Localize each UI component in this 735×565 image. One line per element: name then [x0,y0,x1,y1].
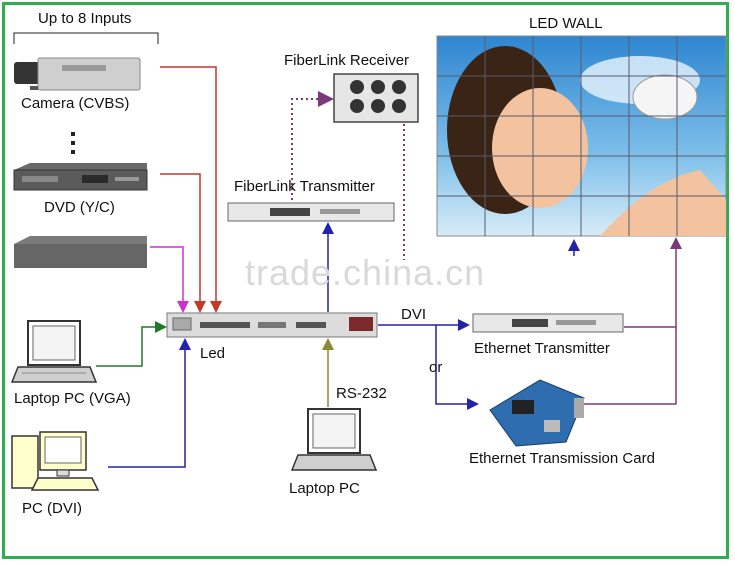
fiber-transmitter-device [227,202,395,222]
input-device-3 [14,236,147,268]
fiber-transmitter-label: FiberLink Transmitter [234,178,375,195]
pc-dvi-label: PC (DVI) [22,500,82,517]
ethernet-card-device [489,379,585,447]
fiber-receiver-label: FiberLink Receiver [284,52,410,69]
green-border-frame [2,2,729,559]
fiber-receiver-device [333,73,419,123]
camera-label: Camera (CVBS) [21,95,130,112]
laptop-pc-label: Laptop PC [289,480,360,497]
pc-dvi-device [11,431,100,491]
led-wall-label: LED WALL [529,15,603,32]
ethernet-card-label: Ethernet Transmission Card [469,450,655,467]
dvi-label: DVI [401,306,427,323]
watermark-text: trade.china.cn [245,252,486,293]
rs232-label: RS-232 [336,385,387,402]
ethernet-card-to-wall-line [584,327,677,405]
inputs-bracket [13,32,159,44]
laptop-vga-device [10,320,98,383]
led-label: Led [200,345,226,362]
dvd-label: DVD (Y/C) [44,199,115,216]
input3-to-led-line [150,246,189,313]
dvd-device [13,163,148,191]
laptop-pc-device [290,408,378,471]
more-inputs-dots [71,132,75,154]
led-wall-screen [436,35,727,237]
or-label: or [429,359,443,376]
inputs-bracket-label: Up to 8 Inputs [38,10,132,27]
led-switcher-device [166,312,378,338]
camera-to-led-line [160,66,222,313]
ethernet-transmitter-label: Ethernet Transmitter [474,340,610,357]
dvi-to-ethernet-card-line [435,325,479,410]
ethernet-transmitter-device [472,313,624,333]
fiber-transmitter-to-receiver-line [291,91,334,200]
laptop-vga-label: Laptop PC (VGA) [14,390,131,407]
ethernet-transmitter-to-wall-line [624,237,682,328]
dvd-to-led-line [160,173,206,313]
camera-device [14,57,141,91]
laptop-vga-to-led-line [96,321,167,367]
pc-dvi-to-led-line [108,338,191,468]
